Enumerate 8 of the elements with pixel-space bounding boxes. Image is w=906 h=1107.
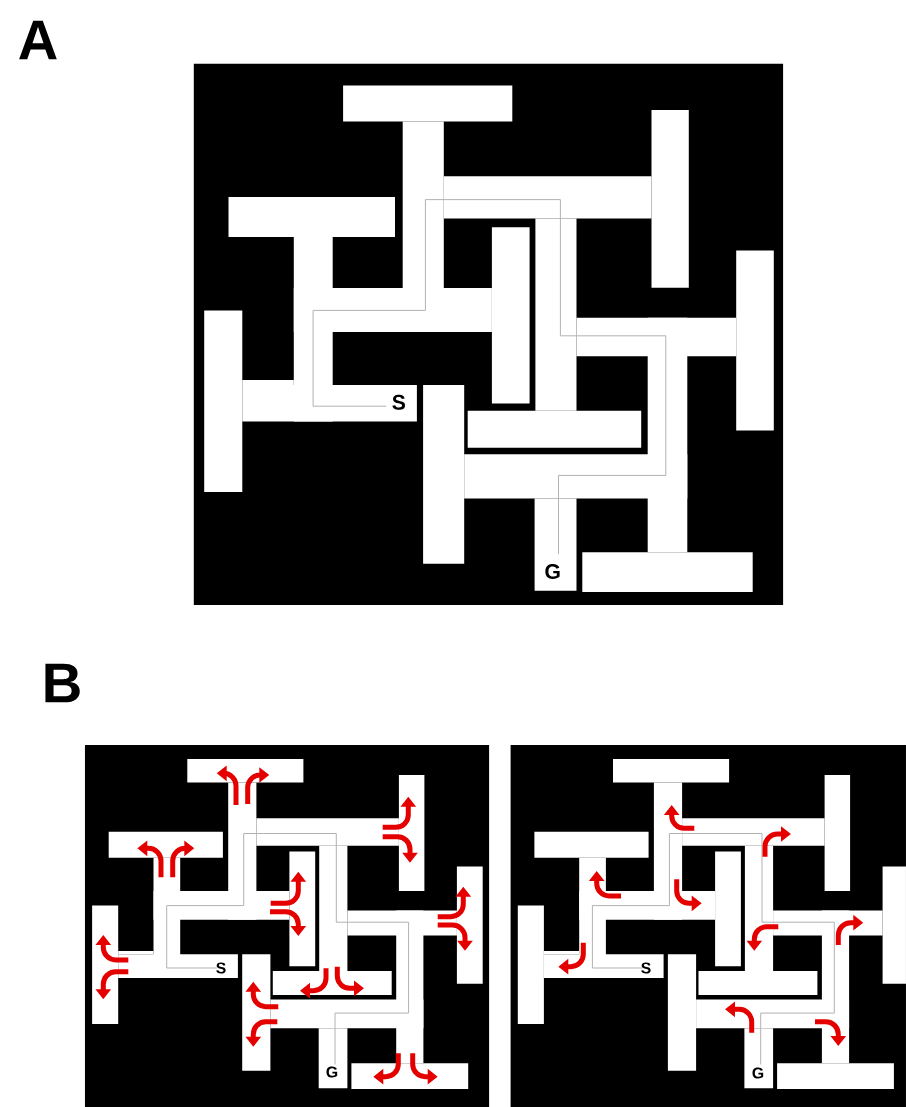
- maze-label: S: [641, 962, 651, 974]
- maze-label: S: [216, 962, 226, 974]
- maze-label: S: [392, 394, 405, 410]
- maze-label: G: [752, 1067, 764, 1079]
- maze-label: G: [545, 564, 560, 579]
- maze-label: G: [326, 1066, 338, 1078]
- panel-letter: A: [19, 20, 57, 60]
- panel-letter: B: [45, 663, 80, 703]
